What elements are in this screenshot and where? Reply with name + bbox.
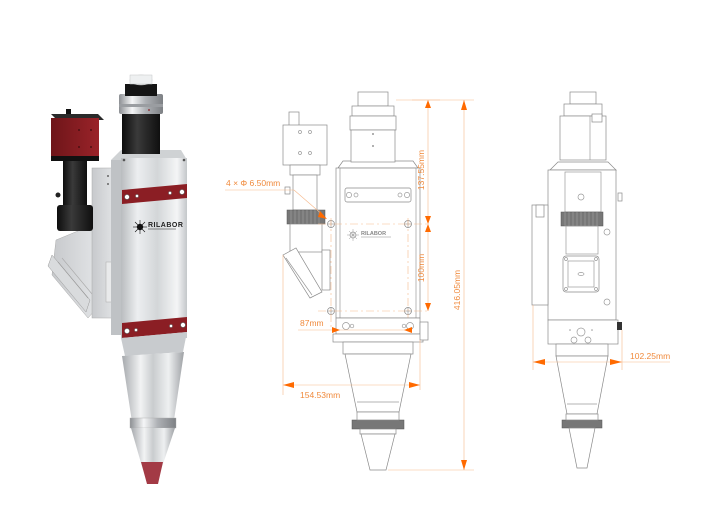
dim-102: 102.25mm (630, 351, 670, 361)
red-band-lower (122, 317, 187, 338)
front-brand-logo: RILABOR (347, 229, 391, 241)
main-body: RILABOR (111, 150, 187, 356)
red-band-upper (122, 184, 187, 204)
dim-137: 137.55mm (416, 150, 426, 190)
side-view-dimensions: 102.25mm (532, 305, 670, 370)
dim-87: 87mm (300, 318, 324, 328)
side-nozzle-ring (561, 419, 603, 429)
front-nozzle-ring (351, 419, 405, 430)
side-bracket (47, 221, 105, 319)
front-view-dimensions: 4 × Φ 6.50mm 137.55mm 100mm 416.05mm 87m… (225, 99, 474, 471)
side-view-drawing (531, 91, 623, 469)
brand-name: RILABOR (148, 222, 183, 229)
front-view-drawing: RILABOR (282, 91, 430, 471)
dim-416: 416.05mm (452, 270, 462, 310)
nozzle-tip (141, 462, 163, 484)
collimator (119, 74, 163, 154)
front-brand-name: RILABOR (361, 231, 386, 237)
side-focus-ring (560, 211, 604, 227)
dim-100: 100mm (416, 254, 426, 282)
nozzle (122, 352, 184, 484)
camera (51, 109, 104, 231)
dim-154: 154.53mm (300, 390, 340, 400)
brand-logo: RILABOR (133, 220, 183, 234)
focus-ring (57, 205, 93, 231)
hole-spec-label: 4 × Φ 6.50mm (226, 178, 280, 188)
camera-lens (63, 161, 87, 206)
laser-head-render: RILABOR (47, 74, 187, 484)
camera-housing-red (51, 118, 99, 158)
